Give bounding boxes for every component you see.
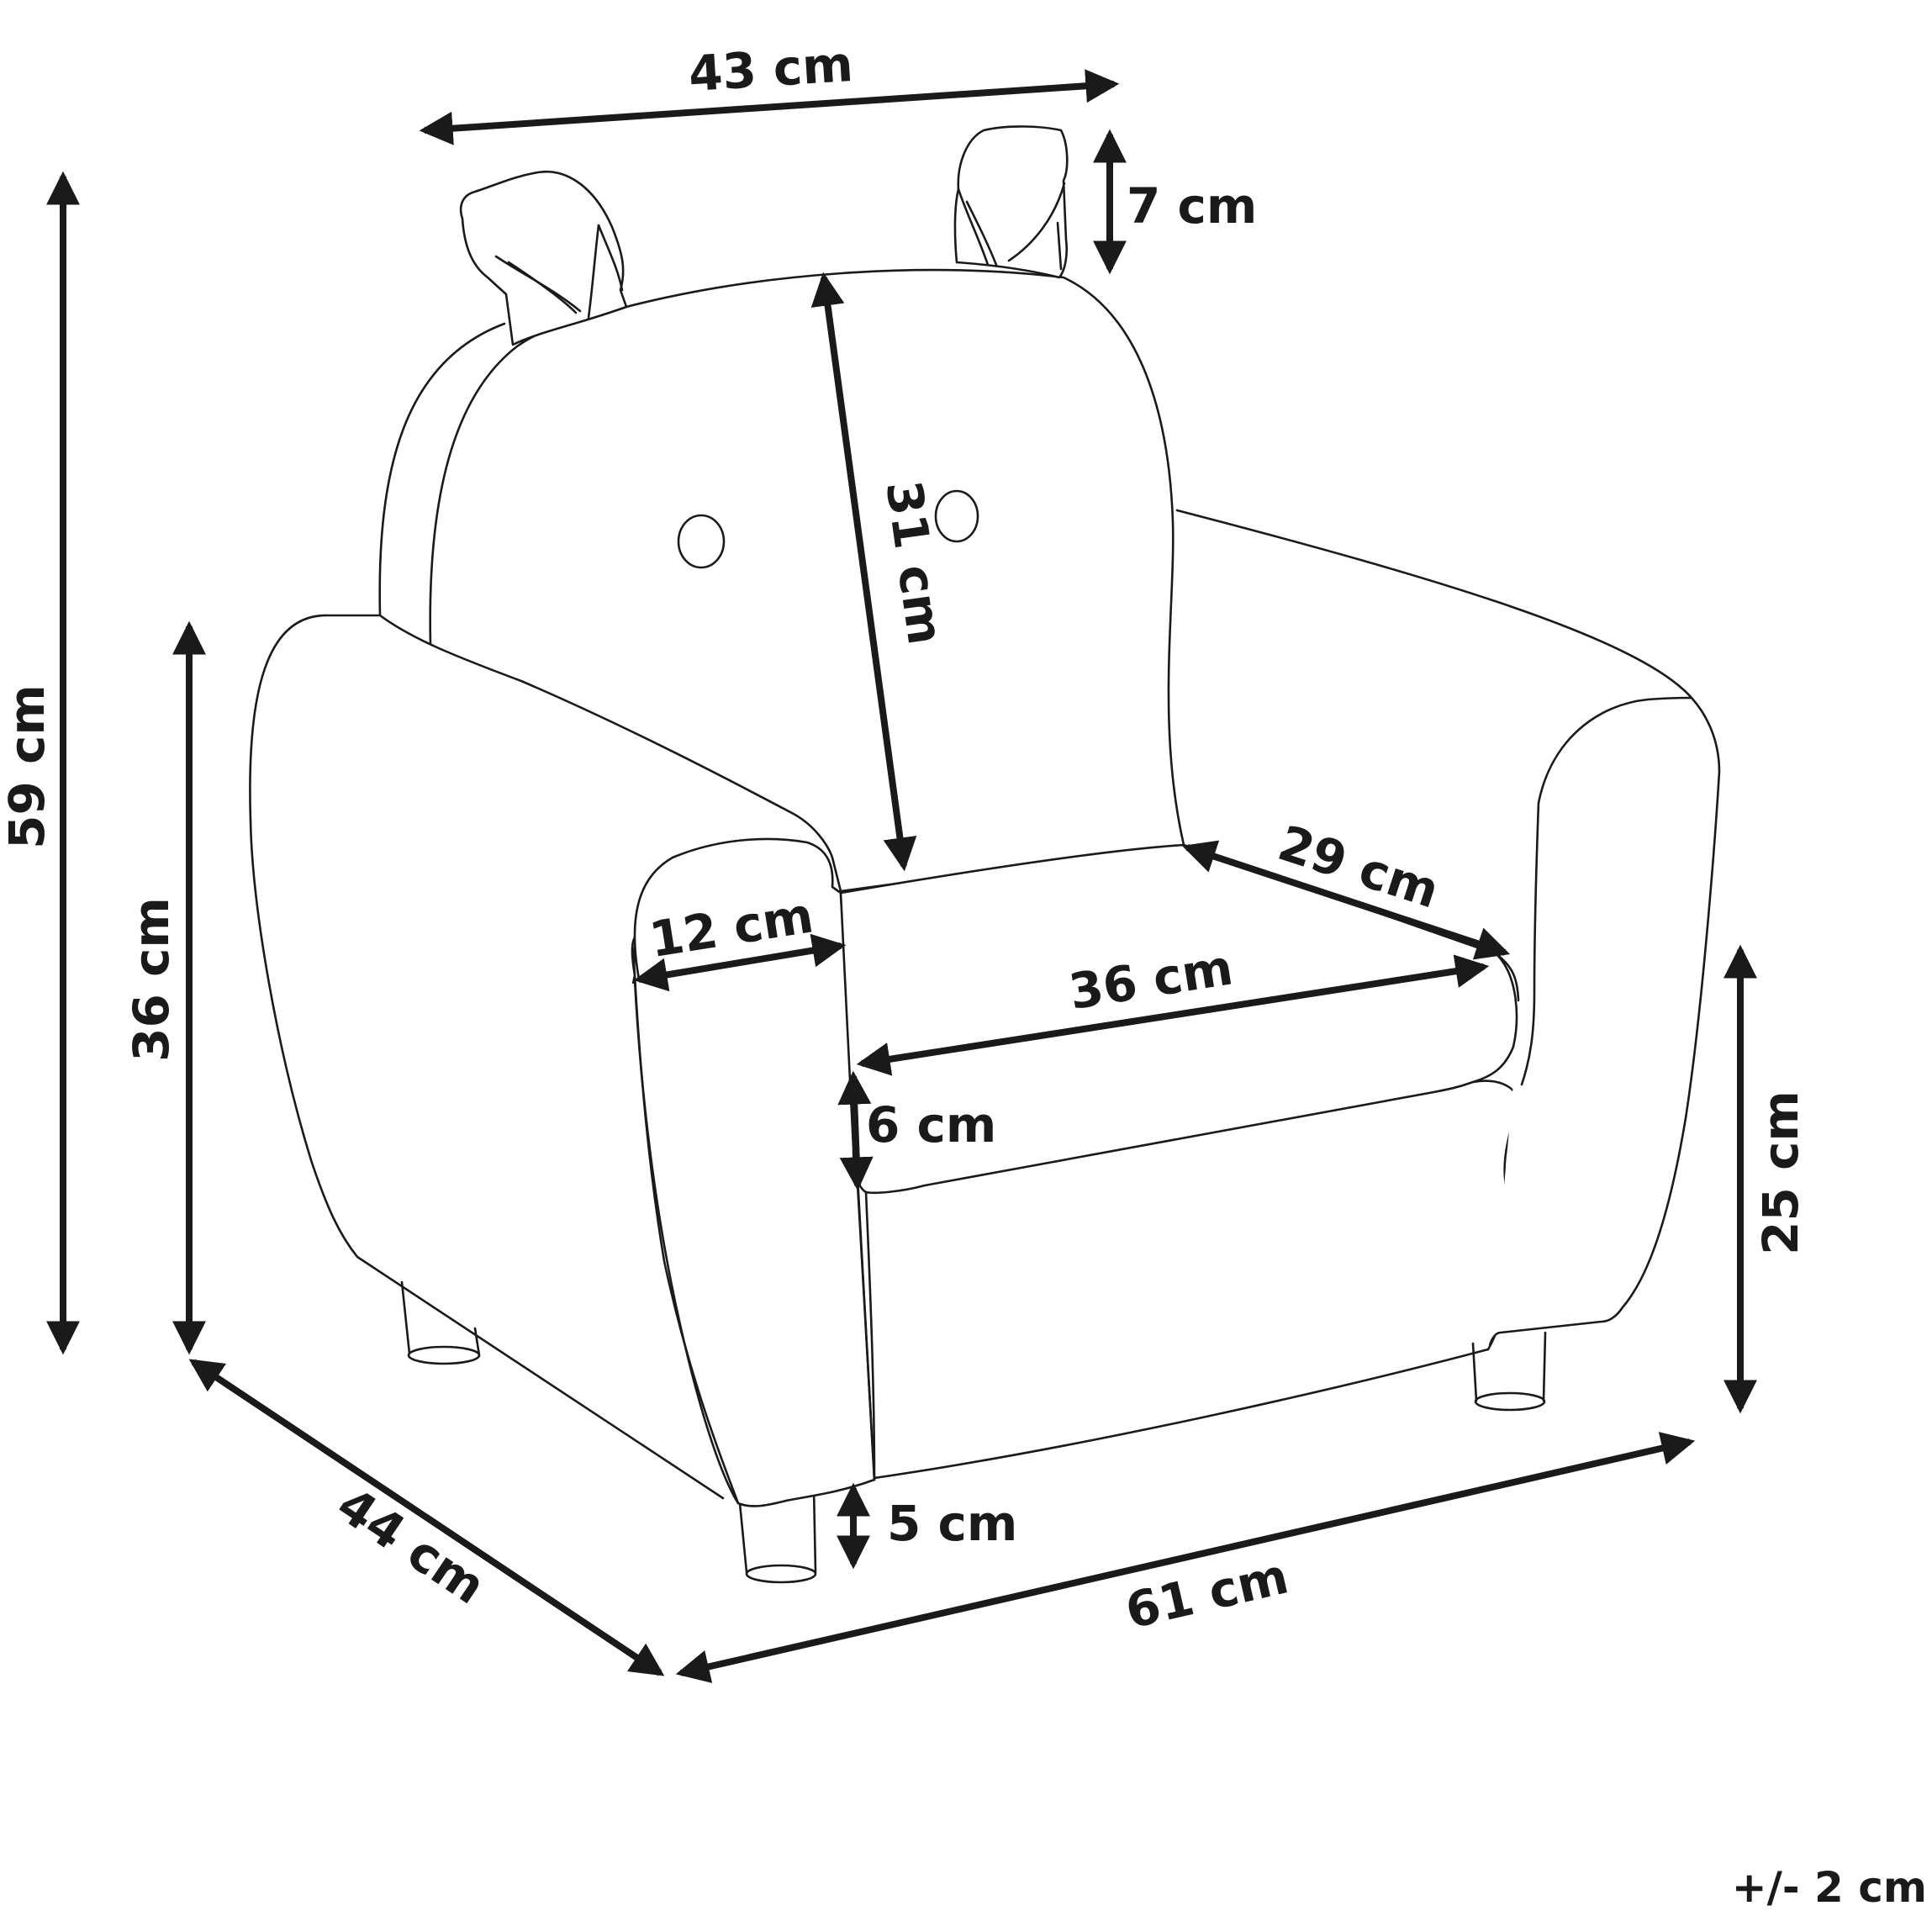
arrow-total-width [675, 1432, 1696, 1683]
arrow-seat-depth [1181, 840, 1511, 960]
arrow-backrest-height [810, 272, 917, 872]
right-arm [1488, 696, 1721, 1346]
arrow-cushion-thickness [837, 1070, 874, 1191]
label-total-height: 59 cm [0, 684, 55, 849]
back-shell [378, 322, 506, 617]
label-total-width: 61 cm [1120, 1547, 1293, 1639]
arrow-width-top [419, 69, 1120, 145]
right-ear [953, 125, 1069, 279]
dimension-lines [46, 69, 1757, 1683]
left-eye [677, 514, 726, 569]
arrow-depth [188, 1359, 665, 1676]
armchair-drawing [249, 125, 1721, 1584]
label-seat-height: 25 cm [1752, 1090, 1809, 1255]
right-eye [934, 489, 979, 543]
label-arm-height: 36 cm [123, 897, 180, 1062]
arrow-arm-width [633, 933, 847, 992]
label-leg-height: 5 cm [887, 1495, 1017, 1552]
arrow-seat-width [856, 954, 1490, 1076]
label-width-top: 43 cm [687, 35, 855, 103]
label-cushion-thickness: 6 cm [866, 1096, 996, 1153]
tolerance-note: +/- 2 cm [1732, 1863, 1927, 1912]
left-ear [459, 170, 628, 346]
label-ear-height: 7 cm [1127, 177, 1257, 235]
